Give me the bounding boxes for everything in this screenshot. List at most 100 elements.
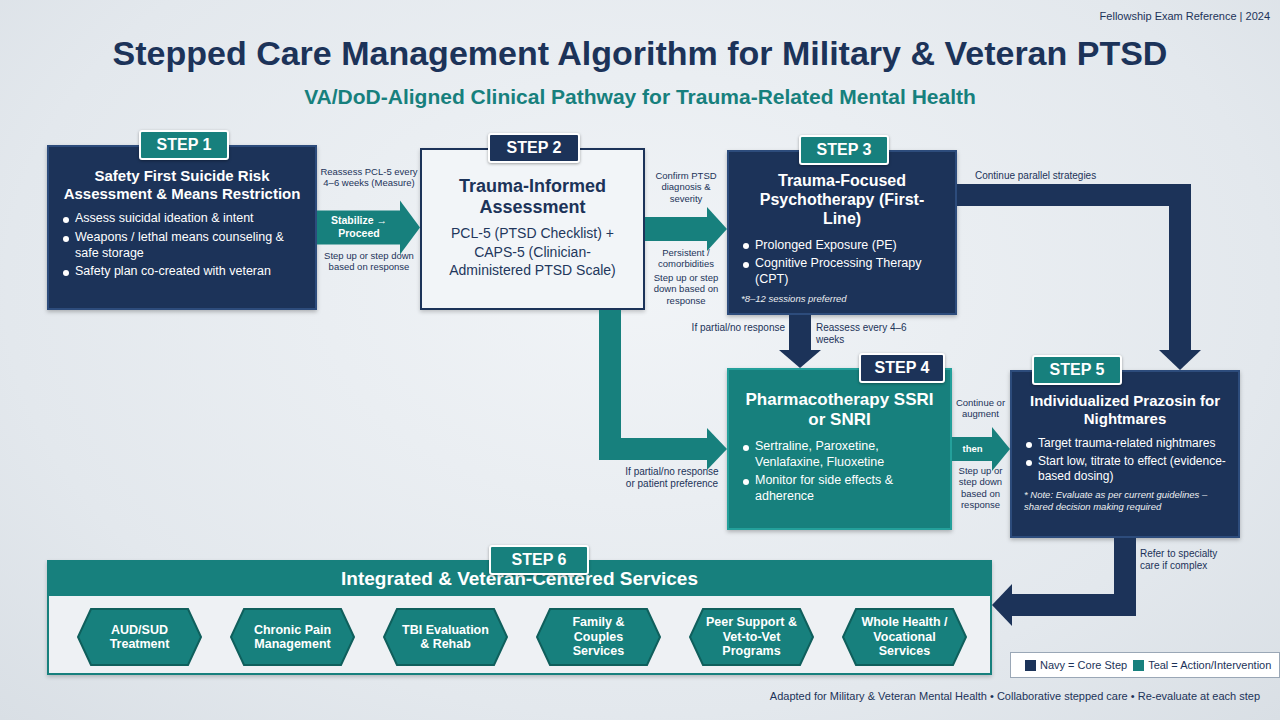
service-hexagon: Family & Couples Services (536, 608, 661, 666)
flow-arrow (779, 315, 821, 368)
flow-arrow (957, 195, 1201, 370)
flow-arrow (317, 201, 420, 255)
arrow-shaft (317, 211, 401, 245)
bullet-item: Cognitive Processing Therapy (CPT) (741, 256, 943, 287)
annotation-label: Reassess every 4–6 weeks (816, 322, 921, 346)
service-text: Chronic Pain Management (230, 623, 355, 652)
step-box: STEP 4Pharmacotherapy SSRI or SNRISertra… (727, 368, 952, 530)
legend-text: Teal = Action/Intervention (1148, 659, 1271, 671)
step-tab: STEP 3 (799, 135, 889, 165)
bullet-dot (1026, 442, 1032, 448)
bullet-item: Target trauma-related nightmares (1024, 436, 1226, 451)
bullet-text: Sertraline, Paroxetine, Venlafaxine, Flu… (755, 439, 884, 469)
annotation-label: If partial/no response (690, 322, 785, 334)
service-text: AUD/SUD Treatment (77, 623, 202, 652)
bullet-dot (743, 479, 749, 485)
legend-text: Navy = Core Step (1040, 659, 1127, 671)
hexagon-outline (690, 609, 813, 665)
bullet-text: Target trauma-related nightmares (1038, 436, 1215, 450)
service-text: Peer Support & Vet-to-Vet Programs (689, 615, 814, 658)
bullet-dot (743, 262, 749, 268)
bullet-item: Prolonged Exposure (PE) (741, 238, 943, 254)
step-tab: STEP 1 (139, 130, 229, 160)
service-text: Family & Couples Services (536, 615, 661, 658)
annotation-label: Fellowship Exam Reference | 2024 (1060, 10, 1270, 23)
bullet-text: Monitor for side effects & adherence (755, 473, 893, 503)
annotation-label: Adapted for Military & Veteran Mental He… (560, 690, 1260, 703)
legend-swatch (1025, 660, 1036, 671)
bullet-dot (63, 270, 69, 276)
connector-label: Confirm PTSD diagnosis & severity (647, 170, 725, 204)
arrow-head (707, 207, 727, 251)
annotation-label: Reassess PCL-5 every 4–6 weeks (Measure) (320, 166, 418, 189)
bullet-text: Assess suicidal ideation & intent (75, 211, 254, 225)
hexagon-outline (78, 609, 201, 665)
connector-label: then (950, 443, 995, 454)
step-box: STEP 1Safety First Suicide Risk Assessme… (47, 145, 317, 310)
arrow-head (992, 584, 1012, 626)
step-body: PCL-5 (PTSD Checklist) + CAPS-5 (Clinici… (434, 224, 631, 279)
step-title: Safety First Suicide Risk Assessment & M… (61, 167, 303, 202)
flow-arrow (610, 310, 727, 470)
step-note: * Note: Evaluate as per current guidelin… (1024, 489, 1226, 512)
arrow-shaft (1011, 538, 1125, 605)
step-box: STEP 5Individualized Prazosin for Nightm… (1010, 370, 1240, 538)
legend-box: Navy = Core Step Teal = Action/Interventi… (1010, 652, 1280, 678)
diagram-title: Stepped Care Management Algorithm for Mi… (20, 34, 1260, 73)
bullet-item: Monitor for side effects & adherence (741, 473, 938, 504)
bullet-dot (63, 217, 69, 223)
step-box: STEP 2Trauma-Informed AssessmentPCL-5 (P… (420, 148, 645, 310)
bullet-text: Weapons / lethal means counseling & safe… (75, 230, 284, 260)
bullet-text: Start low, titrate to effect (evidence-b… (1038, 454, 1226, 483)
bullet-item: Weapons / lethal means counseling & safe… (61, 230, 303, 261)
arrow-head (992, 427, 1010, 471)
arrow-head (707, 428, 727, 470)
connector-label: Stabilize → Proceed (320, 214, 398, 239)
hexagon-outline (231, 609, 354, 665)
bullet-dot (63, 236, 69, 242)
service-hexagon: TBI Evaluation & Rehab (383, 608, 508, 666)
arrow-head (400, 201, 420, 255)
arrow-shaft (645, 217, 708, 241)
hexagon-outline (843, 609, 966, 665)
service-hexagon: AUD/SUD Treatment (77, 608, 202, 666)
annotation-label: VA/DoD-Aligned Clinical Pathway for Trau… (140, 84, 1140, 109)
bullet-dot (743, 445, 749, 451)
bullet-text: Safety plan co-created with veteran (75, 264, 271, 278)
arrow-head (1159, 350, 1201, 370)
legend-swatch (1133, 660, 1144, 671)
flow-arrow (645, 207, 727, 251)
annotation-label: Step up or step down based on response (953, 465, 1008, 511)
service-text: Whole Health / Vocational Services (842, 615, 967, 658)
hexagon-outline (537, 609, 660, 665)
bullet-item: Sertraline, Paroxetine, Venlafaxine, Flu… (741, 439, 938, 470)
connector-label: Continue parallel strategies (975, 170, 1165, 182)
annotation-label: Step up or step down based on response (320, 250, 418, 273)
bullet-text: Cognitive Processing Therapy (CPT) (755, 256, 922, 286)
services-band: STEP 6Integrated & Veteran-Centered Serv… (47, 560, 992, 675)
step-title: Pharmacotherapy SSRI or SNRI (741, 390, 938, 430)
step-title: Trauma-Focused Psychotherapy (First-Line… (741, 172, 943, 229)
bullet-item: Assess suicidal ideation & intent (61, 211, 303, 227)
step-title: Trauma-Informed Assessment (434, 176, 631, 218)
step-tab: STEP 6 (489, 545, 589, 575)
step-tab: STEP 2 (488, 133, 580, 163)
annotation-label: Step up or step down based on response (647, 272, 725, 306)
service-text: TBI Evaluation & Rehab (383, 623, 508, 652)
bullet-item: Start low, titrate to effect (evidence-b… (1024, 454, 1226, 484)
service-hexagon: Chronic Pain Management (230, 608, 355, 666)
arrow-shaft (789, 315, 811, 351)
service-hexagon: Whole Health / Vocational Services (842, 608, 967, 666)
step-note: *8–12 sessions preferred (741, 293, 943, 304)
step-box: STEP 3Trauma-Focused Psychotherapy (Firs… (727, 150, 957, 315)
arrow-shaft (957, 195, 1180, 351)
bullet-dot (743, 243, 749, 249)
annotation-label: Persistent / comorbidities (647, 247, 725, 270)
bullet-item: Safety plan co-created with veteran (61, 264, 303, 280)
connector-label: Refer to specialty care if complex (1140, 548, 1235, 572)
hexagon-outline (384, 609, 507, 665)
service-hexagon: Peer Support & Vet-to-Vet Programs (689, 608, 814, 666)
step-tab: STEP 4 (859, 353, 945, 383)
step-tab: STEP 5 (1032, 355, 1122, 385)
